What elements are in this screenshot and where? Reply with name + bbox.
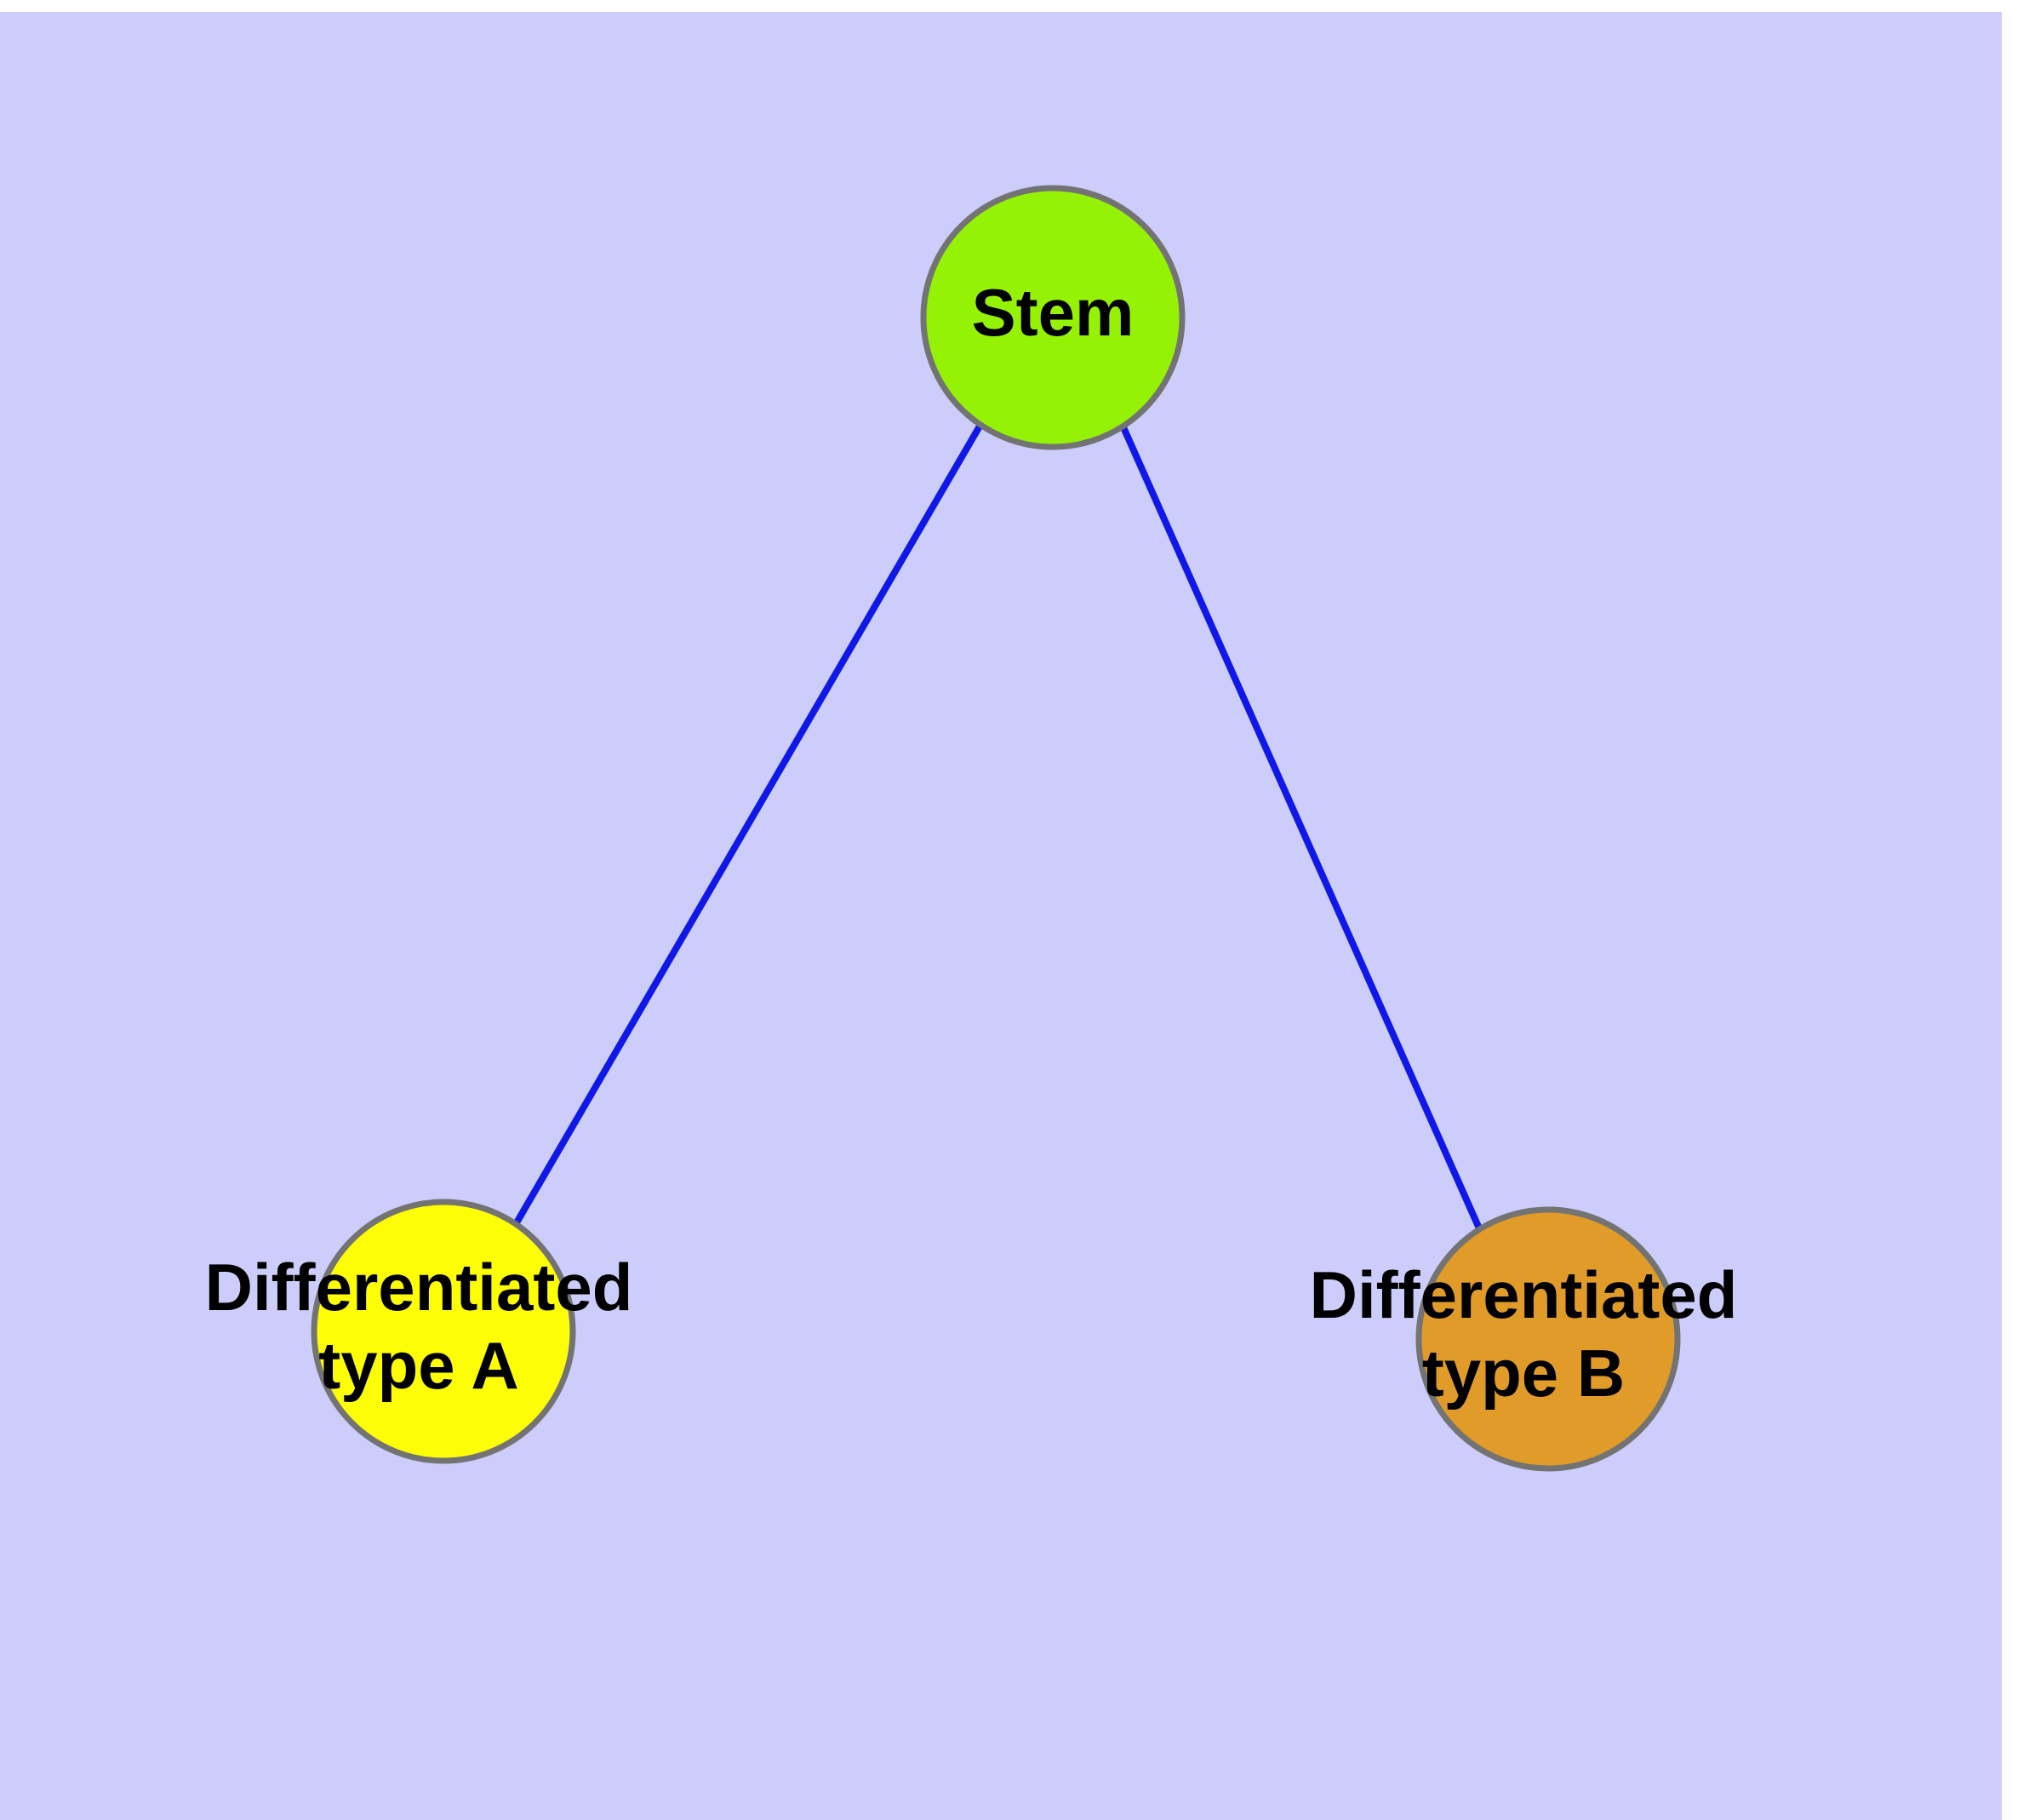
node-label-line: Differentiated bbox=[205, 1250, 633, 1325]
node-label-line: type A bbox=[318, 1328, 519, 1403]
node-circle-diff-a[interactable] bbox=[311, 1199, 576, 1464]
graph-node-stem[interactable] bbox=[920, 185, 1186, 450]
edges-layer bbox=[512, 422, 1483, 1230]
graph-edge-stem-to-diff-b[interactable] bbox=[1120, 426, 1483, 1230]
node-label-line: Differentiated bbox=[1310, 1257, 1738, 1332]
node-label-line: type B bbox=[1422, 1336, 1625, 1411]
node-label-stem: Stem bbox=[972, 275, 1135, 350]
node-circle-diff-b[interactable] bbox=[1415, 1206, 1681, 1472]
graph-edge-stem-to-diff-a[interactable] bbox=[512, 422, 984, 1227]
graph-node-diff-a[interactable] bbox=[311, 1199, 576, 1464]
node-circle-stem[interactable] bbox=[920, 185, 1186, 450]
graph-node-diff-b[interactable] bbox=[1415, 1206, 1681, 1472]
node-label-line: Stem bbox=[972, 275, 1135, 350]
